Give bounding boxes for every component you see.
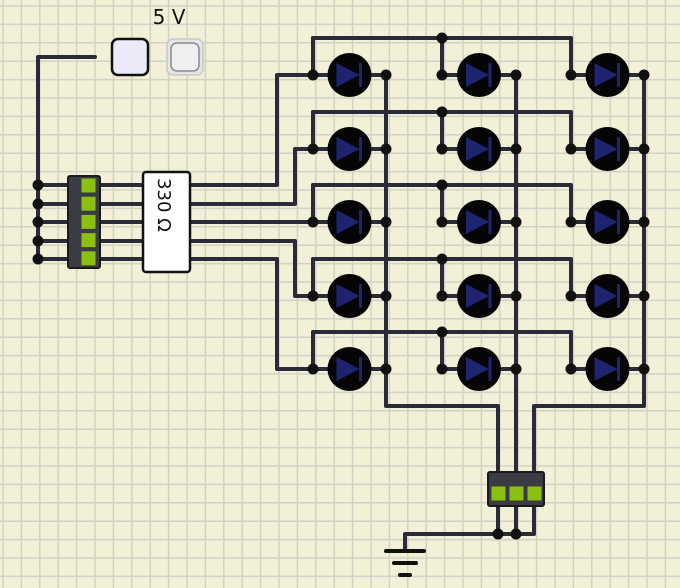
led[interactable] xyxy=(311,53,388,97)
junction-node xyxy=(436,290,448,302)
led[interactable] xyxy=(569,127,646,171)
wire-source xyxy=(36,55,97,261)
resistor-value-label: 330 Ω xyxy=(153,178,174,232)
junction-node xyxy=(436,363,448,375)
junction-node xyxy=(436,253,448,265)
led[interactable] xyxy=(440,274,518,318)
dip-switch-toggle[interactable] xyxy=(490,485,507,502)
led[interactable] xyxy=(440,347,518,391)
wire-row-bus xyxy=(311,183,573,224)
led-matrix xyxy=(311,53,646,391)
junction-node xyxy=(510,69,522,81)
junction-nodes xyxy=(32,32,650,540)
junction-node xyxy=(638,69,650,81)
wire-row-4 xyxy=(188,239,315,298)
junction-node xyxy=(436,143,448,155)
input-dip-switch[interactable] xyxy=(67,175,101,269)
junction-node xyxy=(436,106,448,118)
junction-node xyxy=(32,198,44,210)
voltage-label: 5 V xyxy=(153,5,186,29)
junction-node xyxy=(307,143,319,155)
junction-node xyxy=(307,69,319,81)
wire-row-bus xyxy=(311,257,573,298)
junction-node xyxy=(380,363,392,375)
junction-node xyxy=(565,363,577,375)
junction-node xyxy=(565,290,577,302)
wire-ground xyxy=(496,504,536,536)
wire-col-3 xyxy=(532,73,646,474)
dip-switch-toggle[interactable] xyxy=(80,250,97,267)
dip-switch-toggle[interactable] xyxy=(80,213,97,230)
junction-node xyxy=(638,143,650,155)
junction-node xyxy=(380,216,392,228)
wires xyxy=(36,36,646,553)
junction-node xyxy=(380,69,392,81)
junction-node xyxy=(436,32,448,44)
led[interactable] xyxy=(311,127,388,171)
junction-node xyxy=(638,363,650,375)
wire-row-1 xyxy=(188,73,315,187)
led[interactable] xyxy=(569,53,646,97)
ground-symbol xyxy=(384,549,426,577)
junction-node xyxy=(436,216,448,228)
wire-row-bus xyxy=(311,36,573,77)
led[interactable] xyxy=(440,53,518,97)
led[interactable] xyxy=(440,127,518,171)
wire-row-5 xyxy=(188,257,315,371)
voltage-source[interactable]: 5 V xyxy=(110,5,186,77)
led[interactable] xyxy=(311,347,388,391)
junction-node xyxy=(565,143,577,155)
led[interactable] xyxy=(569,200,646,244)
led[interactable] xyxy=(440,200,518,244)
wire-ground xyxy=(403,504,500,553)
junction-node xyxy=(565,216,577,228)
junction-node xyxy=(307,290,319,302)
wire-row-2 xyxy=(188,147,315,206)
junction-node xyxy=(510,363,522,375)
wire-row-bus xyxy=(311,110,573,151)
junction-node xyxy=(380,143,392,155)
junction-node xyxy=(510,143,522,155)
dip-switch-toggle[interactable] xyxy=(80,195,97,212)
junction-node xyxy=(436,179,448,191)
dip-switch-toggle[interactable] xyxy=(80,232,97,249)
junction-node xyxy=(307,216,319,228)
junction-node xyxy=(492,528,504,540)
led[interactable] xyxy=(569,274,646,318)
wire-col-1 xyxy=(384,73,500,474)
led[interactable] xyxy=(311,200,388,244)
junction-node xyxy=(32,216,44,228)
junction-node xyxy=(565,69,577,81)
voltage-source-button[interactable] xyxy=(110,37,150,77)
junction-node xyxy=(436,69,448,81)
dip-switch-toggle[interactable] xyxy=(80,177,97,194)
junction-node xyxy=(510,290,522,302)
junction-node xyxy=(638,290,650,302)
junction-node xyxy=(307,363,319,375)
wire-row-bus xyxy=(311,330,573,371)
led[interactable] xyxy=(311,274,388,318)
dip-switch-toggle[interactable] xyxy=(526,485,543,502)
dip-switch-toggle[interactable] xyxy=(508,485,525,502)
resistor-network[interactable]: 330 Ω xyxy=(141,170,192,274)
junction-node xyxy=(32,179,44,191)
ground-dip-switch[interactable] xyxy=(487,471,545,507)
led[interactable] xyxy=(569,347,646,391)
junction-node xyxy=(436,326,448,338)
junction-node xyxy=(32,253,44,265)
junction-node xyxy=(638,216,650,228)
junction-node xyxy=(510,216,522,228)
source-toggle[interactable] xyxy=(166,38,204,76)
junction-node xyxy=(510,528,522,540)
junction-node xyxy=(380,290,392,302)
junction-node xyxy=(32,235,44,247)
